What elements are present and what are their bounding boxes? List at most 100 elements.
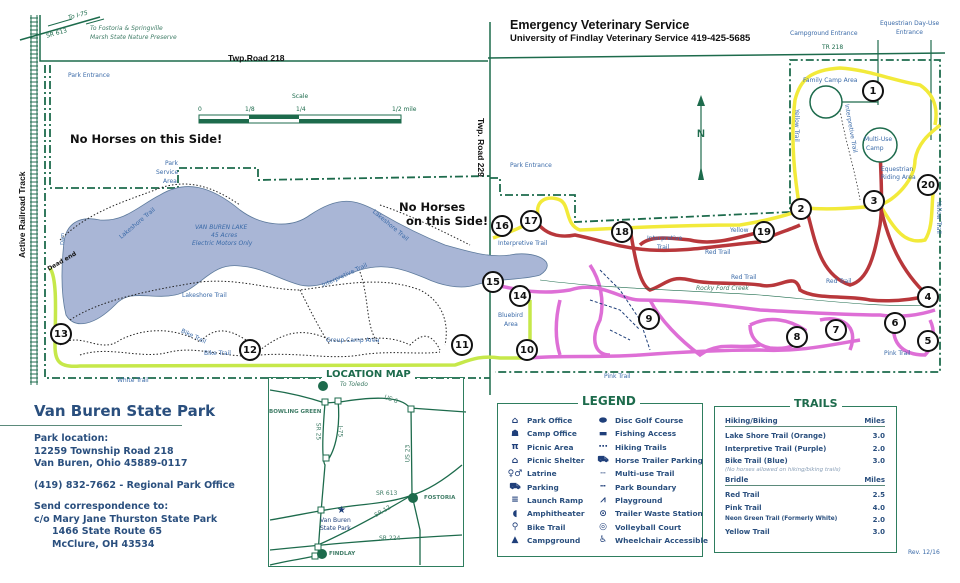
location-map-title: LOCATION MAP xyxy=(322,369,415,380)
multi-use-trails xyxy=(589,269,651,351)
trail-marker-1[interactable]: 1 xyxy=(862,80,884,102)
scale-tick-3: 1/2 mile xyxy=(392,106,417,113)
trail-marker-9[interactable]: 9 xyxy=(638,308,660,330)
trail-row: Lake Shore Trail (Orange) 3.0 xyxy=(725,432,885,440)
legend-label: Volleyball Court xyxy=(615,522,682,532)
address-line-2: Van Buren, Ohio 45889-0117 xyxy=(34,458,188,469)
twp-road-218-label: Twp.Road 218 xyxy=(228,53,285,63)
correspondence-label: Send correspondence to: xyxy=(34,501,169,512)
scale-tick-2: 1/4 xyxy=(296,106,306,113)
legend-item: ◎Volleyball Court xyxy=(594,520,708,533)
trails-table: Hiking/Biking Miles Lake Shore Trail (Or… xyxy=(714,406,897,553)
interpretive-trail-label-2: Interpretive Trail xyxy=(498,240,548,247)
trail-miles: 4.0 xyxy=(872,504,885,512)
loc-van-buren-2: State Park xyxy=(320,525,351,532)
trail-name: Bike Trail (Blue) xyxy=(725,457,788,465)
park-entrance-west[interactable]: Park Entrance xyxy=(68,72,110,79)
park-boundary-icon: ┅ xyxy=(600,482,606,493)
park-entrance-mid[interactable]: Park Entrance xyxy=(510,162,552,169)
trail-marker-18[interactable]: 18 xyxy=(611,221,633,243)
disc-golf-icon: ⬬ xyxy=(599,415,607,426)
legend-item: ⛟Horse Trailer Parking xyxy=(594,454,708,467)
trail-name: Red Trail xyxy=(725,491,760,499)
equestrian-entrance-line2[interactable]: Entrance xyxy=(896,29,923,36)
trail-marker-3[interactable]: 3 xyxy=(863,190,885,212)
park-name-divider xyxy=(0,425,182,426)
trail-marker-6[interactable]: 6 xyxy=(884,312,906,334)
trail-marker-10[interactable]: 10 xyxy=(516,339,538,361)
legend-label: Hiking Trails xyxy=(615,442,667,452)
legend-label: Fishing Access xyxy=(615,429,677,439)
scale-title: Scale xyxy=(292,93,309,100)
campground-icon: ▲ xyxy=(511,535,519,546)
fostoria-dot xyxy=(408,493,418,503)
emergency-detail: University of Findlay Veterinary Service… xyxy=(510,33,751,44)
bike-trail-icon: ⚲ xyxy=(511,522,519,533)
family-camp-label: Family Camp Area xyxy=(803,77,858,84)
north-arrow xyxy=(697,95,705,180)
legend-label: Trailer Waste Station xyxy=(615,509,703,519)
trail-marker-5[interactable]: 5 xyxy=(917,330,939,352)
trail-marker-7[interactable]: 7 xyxy=(825,319,847,341)
legend-item: ◖Amphitheater xyxy=(506,507,585,520)
trail-marker-12[interactable]: 12 xyxy=(239,339,261,361)
trail-marker-17[interactable]: 17 xyxy=(520,210,542,232)
legend-label: Wheelchair Accessible xyxy=(615,535,709,545)
trail-marker-4[interactable]: 4 xyxy=(917,286,939,308)
loc-findlay: FINDLAY xyxy=(329,551,356,557)
trail-marker-20[interactable]: 20 xyxy=(917,174,939,196)
trail-row: Red Trail 2.5 xyxy=(725,491,885,499)
correspondence-line-3: McClure, OH 43534 xyxy=(52,538,155,550)
trail-marker-15[interactable]: 15 xyxy=(482,271,504,293)
no-horses-note: (No horses allowed on hiking/biking trai… xyxy=(725,467,841,473)
revision-label: Rev. 12/16 xyxy=(908,549,940,556)
hiking-miles-header: Miles xyxy=(864,417,885,425)
loc-i75: I-75 xyxy=(336,425,344,438)
loc-van-buren-1: Van Buren xyxy=(320,517,351,524)
legend-item: ☗Camp Office xyxy=(506,427,585,440)
interpretive-trail-east xyxy=(839,109,861,201)
regional-phone[interactable]: (419) 832-7662 - Regional Park Office xyxy=(34,479,235,491)
launch-ramp-icon: ≡ xyxy=(511,495,519,506)
legend-label: Bike Trail xyxy=(527,522,566,532)
latrine-icon: ♀♂ xyxy=(507,468,523,479)
fishing-access-icon: ▬ xyxy=(598,428,608,439)
trail-marker-14[interactable]: 14 xyxy=(509,285,531,307)
bluebird-label-2: Area xyxy=(504,321,518,328)
trail-marker-13[interactable]: 13 xyxy=(50,323,72,345)
bowling-green-dot xyxy=(318,381,328,391)
loc-sr224: SR 224 xyxy=(379,535,401,542)
legend-title: LEGEND xyxy=(578,394,640,408)
interpretive-trail-label-3b: Trail xyxy=(657,244,670,251)
red-trail-label-3: Red Trail xyxy=(826,278,852,285)
interpretive-trail-label-3a: Interpretive xyxy=(647,235,683,242)
trail-marker-2[interactable]: 2 xyxy=(790,198,812,220)
twp-road-218 xyxy=(39,15,488,62)
trail-miles: 2.0 xyxy=(872,516,885,524)
yellow-trail xyxy=(492,66,942,243)
loc-sr25: SR 25 xyxy=(314,422,322,441)
trail-marker-11[interactable]: 11 xyxy=(451,334,473,356)
white-trail-label: White Trail xyxy=(117,377,149,384)
loc-sr613: SR 613 xyxy=(376,490,398,497)
legend-label: Multi-use Trail xyxy=(615,469,675,479)
trail-miles: 2.5 xyxy=(872,491,885,499)
equestrian-entrance-line1[interactable]: Equestrian Day-Use xyxy=(880,20,940,27)
yellow-trail-label-3: Yellow Trail xyxy=(934,201,942,234)
campground-entrance[interactable]: Campground Entrance xyxy=(790,30,858,37)
yellow-trail-label-2: Yellow xyxy=(730,227,749,234)
red-trail-label-2: Red Trail xyxy=(731,274,757,281)
van-buren-star-icon: ★ xyxy=(337,505,346,516)
hiking-header: Hiking/Biking xyxy=(725,417,778,425)
trail-marker-8[interactable]: 8 xyxy=(786,326,808,348)
loc-bowling-green: BOWLING GREEN xyxy=(269,409,322,415)
location-map-frame xyxy=(268,377,464,567)
trail-marker-19[interactable]: 19 xyxy=(753,221,775,243)
trail-marker-16[interactable]: 16 xyxy=(491,215,513,237)
park-office-icon: ⌂ xyxy=(511,415,519,426)
legend-item: ▲ Campground xyxy=(506,534,585,547)
legend-label: Campground xyxy=(527,535,581,545)
